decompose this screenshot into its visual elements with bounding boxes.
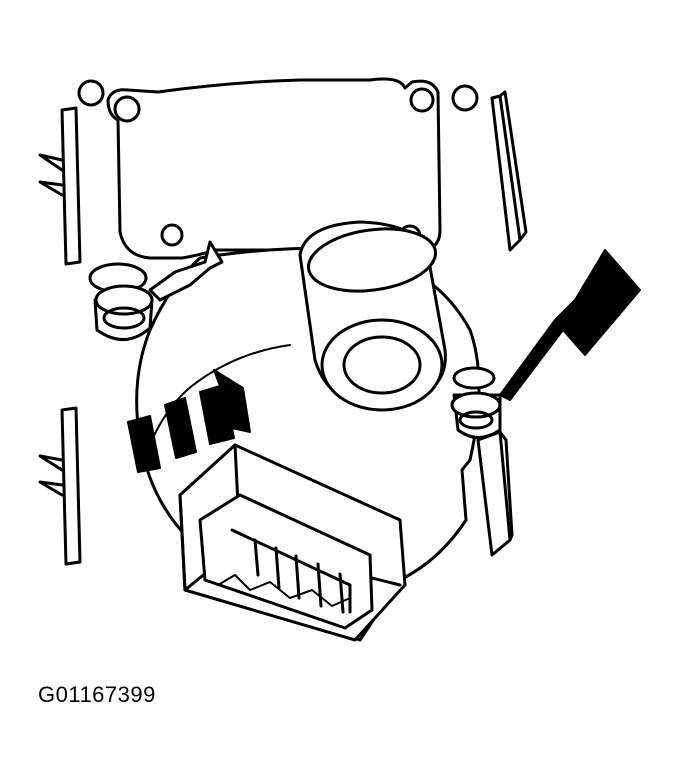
left-upper-bracket — [38, 106, 82, 266]
left-bolt — [88, 262, 154, 341]
right-bolt — [450, 366, 502, 439]
figure-id-label: G01167399 — [38, 682, 156, 707]
solid-arrow-icon — [499, 249, 641, 401]
electrical-connector — [178, 443, 407, 642]
shaft-hub — [298, 220, 447, 412]
mounting-plate — [77, 77, 479, 260]
right-lower-bracket — [476, 430, 514, 557]
right-upper-bracket — [490, 90, 528, 252]
left-lower-bracket — [38, 406, 82, 566]
dashed-arrow-icon — [127, 369, 251, 473]
